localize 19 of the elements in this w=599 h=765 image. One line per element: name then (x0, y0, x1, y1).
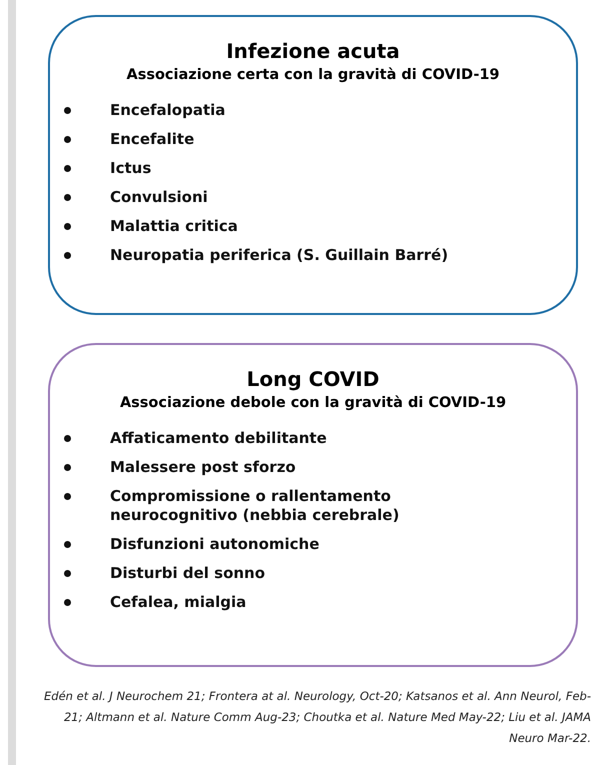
bullet-item: Encefalopatia (110, 101, 226, 120)
rounded-box (48, 343, 578, 667)
bullet-item: Disturbi del sonno (110, 564, 266, 583)
box-heading: Long COVID (246, 367, 380, 391)
bullet-item: Malattia critica (110, 217, 238, 236)
bullet-item: Disfunzioni autonomiche (110, 535, 320, 554)
box-heading: Infezione acuta (226, 39, 400, 63)
bullet-item: Ictus (110, 159, 152, 178)
rounded-box (48, 15, 578, 315)
bullet-item: Malessere post sforzo (110, 458, 296, 477)
bullet-item: Cefalea, mialgia (110, 593, 246, 612)
bullet-item: Encefalite (110, 130, 194, 149)
reference-note: Edén et al. J Neurochem 21; Frontera at al. Neurology, Oct-20; Katsanos et al. Ann Neurol, Feb-21; Altmann et al. Nature Comm Aug-23; Choutka et al. Nature Med May-22; Liu et al. JAMA Neuro Mar-22. (43, 688, 591, 747)
bullet-item: Affaticamento debilitante (110, 429, 327, 448)
bullet-item: Compromissione o rallentamento neurocognitivo (nebbia cerebrale) (110, 487, 400, 525)
box-subheading: Associazione debole con la gravità di COVID-19 (120, 395, 506, 411)
box-subheading: Associazione certa con la gravità di COVID-19 (126, 67, 500, 83)
bullet-item: Neuropatia periferica (S. Guillain Barré) (110, 246, 448, 265)
bullet-item: Convulsioni (110, 188, 208, 207)
